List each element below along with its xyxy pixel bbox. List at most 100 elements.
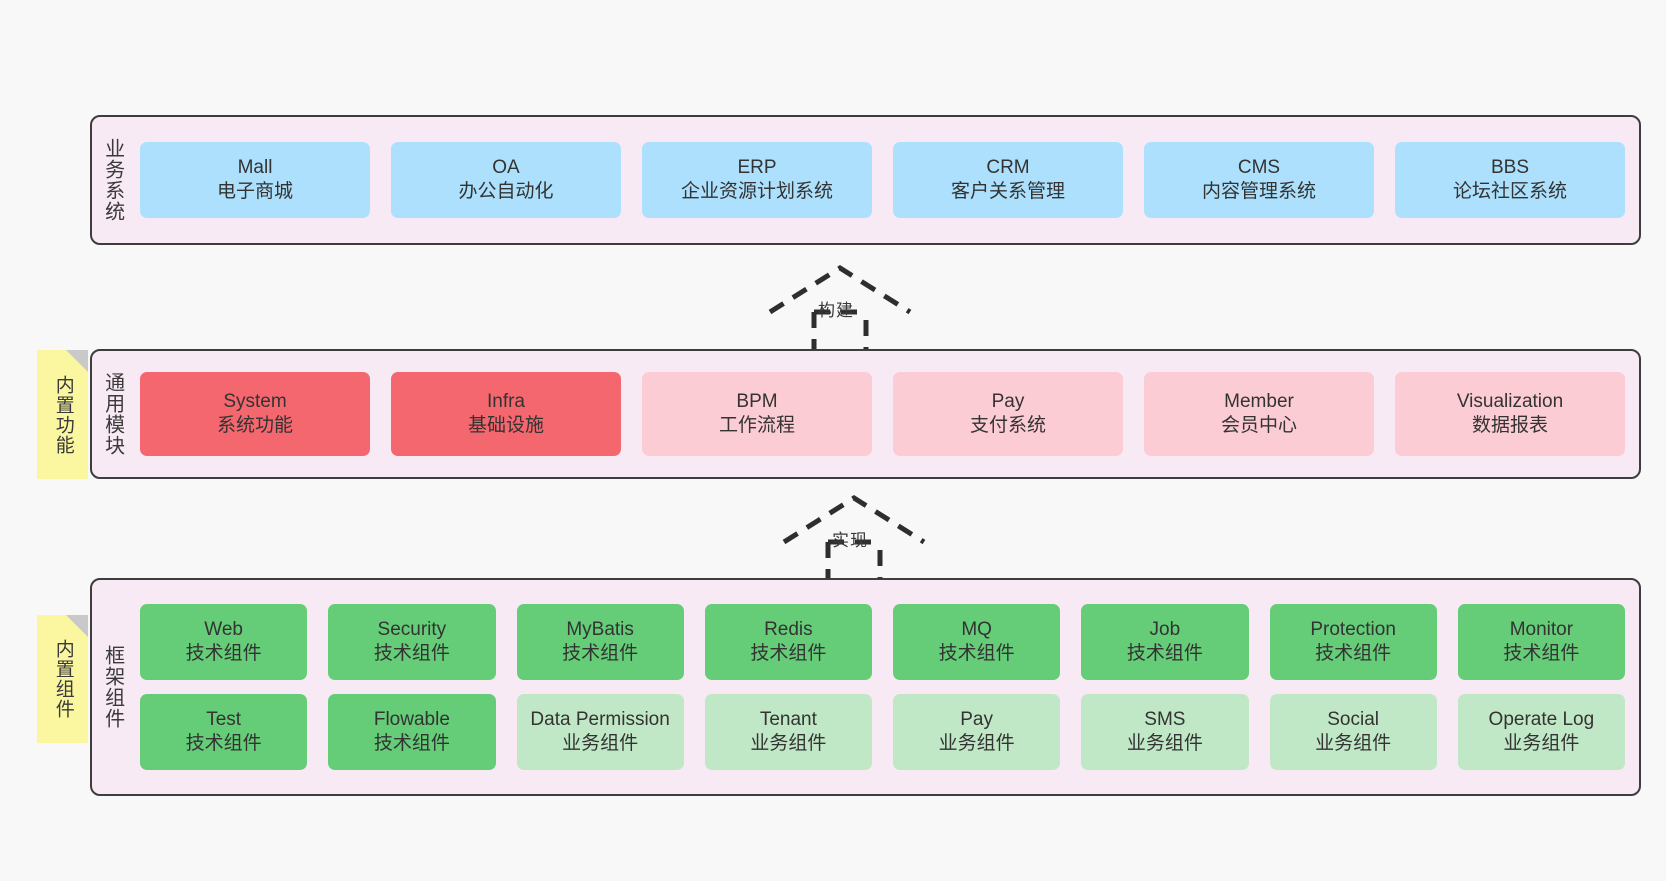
component-title: Security (377, 619, 447, 641)
module-box-oa[interactable]: OA 办公自动化 (391, 142, 621, 218)
component-subtitle: 业务组件 (1503, 733, 1580, 754)
arrow-label-implement: 实现 (832, 531, 868, 550)
component-box-protection[interactable]: Protection 技术组件 (1269, 604, 1437, 680)
module-title: BBS (1490, 157, 1530, 179)
sticky-note-builtin-function: 内置功能 (37, 350, 88, 479)
component-subtitle: 技术组件 (750, 643, 827, 664)
tier-label-business-systems: 业务系统 (101, 138, 124, 222)
arrow-head-shape (768, 265, 912, 315)
component-box-mq[interactable]: MQ 技术组件 (893, 604, 1061, 680)
component-subtitle: 技术组件 (562, 643, 639, 664)
tier-row-business: Test 技术组件 Flowable 技术组件 Data Permission … (140, 694, 1625, 770)
component-title: MyBatis (566, 619, 634, 641)
component-box-mybatis[interactable]: MyBatis 技术组件 (516, 604, 684, 680)
arrow-head-shape (782, 495, 926, 545)
component-box-social[interactable]: Social 业务组件 (1269, 694, 1437, 770)
component-box-sms[interactable]: SMS 业务组件 (1081, 694, 1249, 770)
tier-row: Mall 电子商城 OA 办公自动化 ERP 企业资源计划系统 CRM 客户关系… (140, 142, 1625, 218)
component-title: Web (204, 619, 243, 641)
sticky-note-builtin-component: 内置组件 (37, 615, 88, 743)
component-subtitle: 技术组件 (373, 643, 450, 664)
component-box-operate-log[interactable]: Operate Log 业务组件 (1457, 694, 1625, 770)
component-title: Data Permission (530, 709, 670, 731)
tier-body-common-modules: System 系统功能 Infra 基础设施 BPM 工作流程 Pay 支付系统… (132, 351, 1639, 477)
tier-framework-components: 框架组件 Web 技术组件 Security 技术组件 MyBatis 技术组件… (90, 578, 1641, 796)
tier-label-common-modules: 通用模块 (101, 372, 124, 456)
tier-business-systems: 业务系统 Mall 电子商城 OA 办公自动化 ERP 企业资源计划系统 CRM… (90, 115, 1641, 245)
module-title: OA (492, 157, 520, 179)
module-box-crm[interactable]: CRM 客户关系管理 (893, 142, 1123, 218)
module-subtitle: 会员中心 (1220, 415, 1297, 436)
module-subtitle: 办公自动化 (458, 181, 554, 202)
generalization-arrow-build: 构建 (762, 262, 922, 358)
module-subtitle: 企业资源计划系统 (680, 181, 833, 202)
component-subtitle: 业务组件 (562, 733, 639, 754)
component-box-redis[interactable]: Redis 技术组件 (704, 604, 872, 680)
module-title: System (223, 391, 287, 413)
component-title: Flowable (373, 709, 450, 731)
module-title: ERP (737, 157, 777, 179)
component-title: Protection (1310, 619, 1396, 641)
module-box-member[interactable]: Member 会员中心 (1144, 372, 1374, 456)
component-subtitle: 业务组件 (750, 733, 827, 754)
module-title: CMS (1237, 157, 1281, 179)
component-box-monitor[interactable]: Monitor 技术组件 (1457, 604, 1625, 680)
tier-row-technical: Web 技术组件 Security 技术组件 MyBatis 技术组件 Redi… (140, 604, 1625, 680)
component-box-data-permission[interactable]: Data Permission 业务组件 (516, 694, 684, 770)
module-subtitle: 客户关系管理 (950, 181, 1065, 202)
component-title: Redis (764, 619, 813, 641)
module-title: Member (1224, 391, 1294, 413)
component-subtitle: 技术组件 (185, 733, 262, 754)
component-box-pay[interactable]: Pay 业务组件 (893, 694, 1061, 770)
module-title: Mall (237, 157, 273, 179)
module-box-cms[interactable]: CMS 内容管理系统 (1144, 142, 1374, 218)
generalization-arrow-implement: 实现 (776, 492, 936, 588)
module-subtitle: 论坛社区系统 (1452, 181, 1567, 202)
component-title: Test (206, 709, 242, 731)
module-box-pay[interactable]: Pay 支付系统 (893, 372, 1123, 456)
tier-label-framework-components: 框架组件 (101, 645, 124, 729)
component-title: Monitor (1509, 619, 1574, 641)
component-subtitle: 技术组件 (373, 733, 450, 754)
note-fold-corner-icon (66, 615, 88, 637)
tier-body-business-systems: Mall 电子商城 OA 办公自动化 ERP 企业资源计划系统 CRM 客户关系… (132, 117, 1639, 243)
sticky-note-label: 内置功能 (52, 374, 74, 455)
tier-common-modules: 通用模块 System 系统功能 Infra 基础设施 BPM 工作流程 Pay… (90, 349, 1641, 479)
module-box-bpm[interactable]: BPM 工作流程 (642, 372, 872, 456)
component-box-job[interactable]: Job 技术组件 (1081, 604, 1249, 680)
module-subtitle: 支付系统 (969, 415, 1046, 436)
module-box-system[interactable]: System 系统功能 (140, 372, 370, 456)
sticky-note-label: 内置组件 (52, 639, 74, 719)
component-box-tenant[interactable]: Tenant 业务组件 (704, 694, 872, 770)
module-title: Infra (486, 391, 526, 413)
component-title: Social (1327, 709, 1379, 731)
note-fold-corner-icon (66, 350, 88, 372)
component-subtitle: 技术组件 (185, 643, 262, 664)
component-box-web[interactable]: Web 技术组件 (140, 604, 308, 680)
module-title: Visualization (1456, 391, 1564, 413)
component-title: SMS (1144, 709, 1186, 731)
module-box-infra[interactable]: Infra 基础设施 (391, 372, 621, 456)
component-subtitle: 业务组件 (938, 733, 1015, 754)
module-box-mall[interactable]: Mall 电子商城 (140, 142, 370, 218)
component-title: Operate Log (1488, 709, 1595, 731)
component-subtitle: 业务组件 (1126, 733, 1203, 754)
component-title: Job (1149, 619, 1181, 641)
component-title: Pay (960, 709, 993, 731)
component-title: MQ (961, 619, 992, 641)
module-box-bbs[interactable]: BBS 论坛社区系统 (1395, 142, 1625, 218)
module-box-visualization[interactable]: Visualization 数据报表 (1395, 372, 1625, 456)
module-box-erp[interactable]: ERP 企业资源计划系统 (642, 142, 872, 218)
component-box-security[interactable]: Security 技术组件 (328, 604, 496, 680)
component-subtitle: 技术组件 (1315, 643, 1392, 664)
module-title: BPM (736, 391, 778, 413)
module-title: Pay (991, 391, 1025, 413)
module-subtitle: 数据报表 (1471, 415, 1548, 436)
component-box-flowable[interactable]: Flowable 技术组件 (328, 694, 496, 770)
component-box-test[interactable]: Test 技术组件 (140, 694, 308, 770)
module-subtitle: 电子商城 (216, 181, 293, 202)
module-subtitle: 系统功能 (216, 415, 293, 436)
tier-body-framework-components: Web 技术组件 Security 技术组件 MyBatis 技术组件 Redi… (132, 580, 1639, 794)
component-subtitle: 技术组件 (1126, 643, 1203, 664)
module-subtitle: 工作流程 (718, 415, 795, 436)
